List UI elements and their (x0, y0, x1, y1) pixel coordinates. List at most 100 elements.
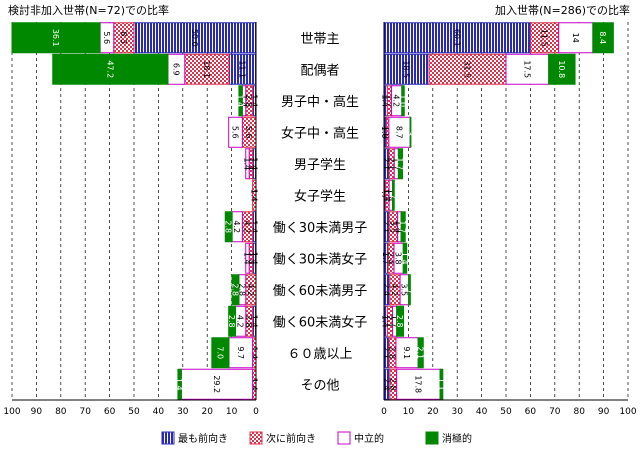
left-data-label: 47.2 (105, 60, 114, 78)
right-data-label: 3.8 (394, 252, 403, 265)
right-data-label: 1.7 (395, 157, 404, 170)
category-label: 配偶者 (300, 63, 339, 78)
right-bar-4-働く60未満男子 (408, 274, 411, 306)
left-bar-3-女子中・高生 (228, 116, 243, 148)
right-bar-2-配偶者 (428, 53, 507, 85)
legend-swatch-2 (249, 431, 263, 445)
right-tick-label: 70 (549, 407, 561, 417)
category-label: 世帯主 (300, 32, 339, 47)
right-data-label: 1.0 (380, 126, 389, 139)
right-bar-4-働く30未満男子 (400, 211, 406, 243)
category-label: その他 (300, 378, 339, 393)
left-data-label: 1.4 (239, 94, 248, 107)
right-bar-1-配偶者 (383, 53, 430, 85)
left-data-label: 2.8 (224, 220, 233, 233)
left-bar-4-働く60未満男子 (231, 274, 240, 306)
left-bar-4-男子中・高生 (238, 85, 243, 117)
right-data-label: 2.1 (382, 220, 391, 233)
left-tick-label: 90 (31, 407, 43, 417)
right-data-label: 3.5 (399, 283, 408, 296)
right-data-label: 18.5 (402, 60, 411, 78)
left-data-label: 1.4 (249, 252, 258, 265)
left-bar-3-働く30未満女子 (245, 242, 250, 274)
legend-label: 消極的 (442, 432, 472, 445)
left-tick-label: 70 (79, 407, 91, 417)
right-data-label: 1.4 (382, 189, 391, 202)
right-data-label: 2.1 (385, 315, 394, 328)
right-data-label: 4.2 (390, 283, 399, 296)
right-data-label: 11.5 (540, 29, 549, 47)
left-tick-label: 80 (55, 407, 67, 417)
left-data-label: 1.4 (236, 94, 245, 107)
right-data-label: 60.1 (452, 29, 461, 47)
right-bar-4-男子中・高生 (401, 85, 405, 117)
left-data-label: 2.8 (227, 315, 236, 328)
legend-label: 次に前向き (266, 432, 316, 445)
left-data-label: 2.8 (244, 94, 253, 107)
category-label: 働く30未満女子 (273, 251, 368, 267)
right-data-label: 1.7 (398, 220, 407, 233)
left-data-label: 7.0 (215, 346, 224, 359)
right-data-label: 2.8 (388, 378, 397, 391)
left-data-label: 1.4 (249, 94, 258, 107)
left-data-label: 29.2 (212, 375, 221, 393)
right-data-label: 14 (571, 33, 580, 43)
legend-swatch-1 (161, 431, 175, 445)
left-bar-4-世帯主 (11, 22, 101, 54)
right-data-label: 8.4 (598, 31, 607, 44)
left-tick-label: 40 (153, 407, 165, 417)
left-data-label: 4.2 (236, 315, 245, 328)
left-data-label: 11.1 (237, 60, 246, 78)
left-data-label: 1.4 (249, 346, 258, 359)
left-data-label: 18.1 (202, 60, 211, 78)
category-label: 働く30未満男子 (273, 221, 368, 236)
legend: 最も前向き次に前向き中立的消極的 (161, 431, 472, 445)
right-data-label: 2.4 (386, 252, 395, 265)
legend-swatch-4 (425, 431, 439, 445)
left-data-label: 1.4 (242, 252, 251, 265)
left-bar-4-配偶者 (52, 53, 169, 85)
left-tick-label: 10 (226, 407, 238, 417)
right-bar-4-男子学生 (397, 148, 404, 180)
right-tick-label: 90 (598, 407, 610, 417)
left-bar-4-６０歳以上 (211, 337, 230, 369)
left-data-label: 1.4 (246, 252, 255, 265)
right-bar-4-６０歳以上 (417, 337, 424, 369)
left-tick-label: 30 (177, 407, 189, 417)
right-tick-label: 60 (525, 407, 537, 417)
right-data-label: 2.1 (382, 157, 391, 170)
right-data-label: 1.0 (383, 126, 392, 139)
right-data-label: 31.5 (463, 60, 472, 78)
right-tick-label: 10 (403, 407, 415, 417)
right-data-label: 2.8 (388, 346, 397, 359)
right-bar-4-働く30未満女子 (402, 242, 408, 274)
category-label: 男子学生 (294, 157, 346, 173)
right-data-label: 2.4 (382, 283, 391, 296)
right-tick-label: 20 (427, 407, 439, 417)
left-data-label: 1.4 (249, 220, 258, 233)
left-data-label: 4.2 (246, 283, 255, 296)
right-tick-label: 40 (476, 407, 488, 417)
right-tick-label: 0 (381, 407, 387, 417)
right-data-label: 17.5 (522, 60, 531, 78)
left-tick-label: 20 (201, 407, 213, 417)
right-data-label: .7 (404, 286, 413, 294)
right-bar-4-配偶者 (548, 53, 576, 85)
left-tick-label: 0 (253, 407, 259, 417)
right-bar-4-女子中・高生 (409, 116, 412, 148)
left-data-label: 5.6 (244, 126, 253, 139)
category-labels: 世帯主配偶者男子中・高生女子中・高生男子学生女子学生働く30未満男子働く30未満… (273, 32, 368, 394)
right-tick-label: 50 (500, 407, 512, 417)
left-data-label: 2.8 (237, 283, 246, 296)
left-tick-label: 60 (104, 407, 116, 417)
right-bar-4-世帯主 (592, 22, 614, 54)
right-data-label: 2.1 (382, 346, 391, 359)
right-data-label: 9.1 (402, 346, 411, 359)
legend-swatch-3 (337, 431, 351, 445)
left-data-label: 5.6 (231, 126, 240, 139)
right-tick-label: 100 (619, 407, 636, 417)
right-data-label: 1.4 (386, 189, 395, 202)
right-bar-4-その他 (439, 368, 444, 400)
